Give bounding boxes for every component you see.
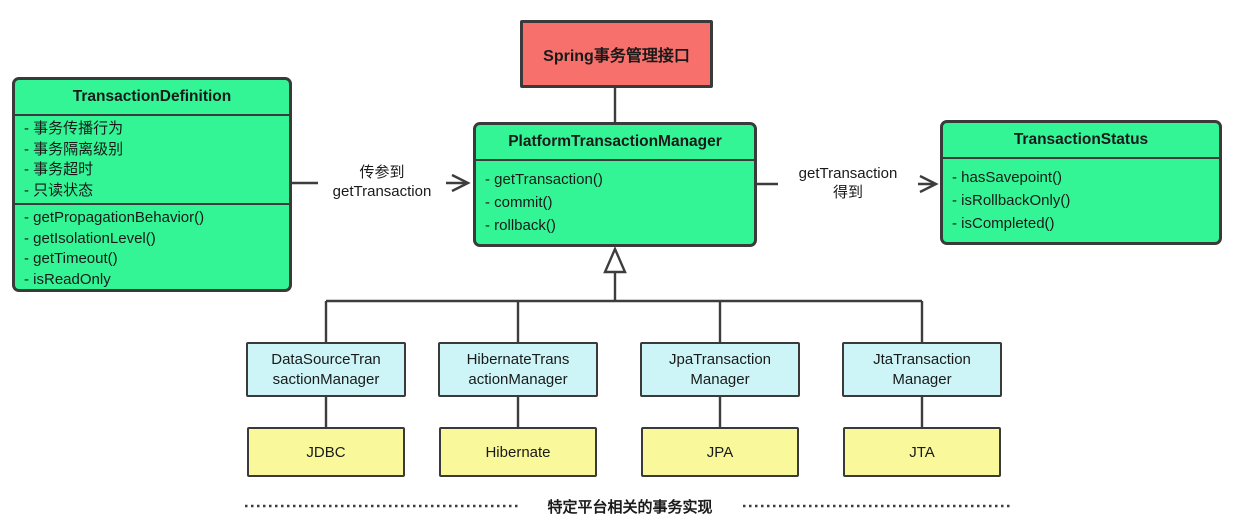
right-connector-label-line2: 得到 bbox=[832, 184, 863, 201]
platform-label: Hibernate bbox=[485, 443, 551, 461]
platform-transaction-manager-box: PlatformTransactionManager - getTransact… bbox=[473, 122, 757, 247]
attribute-item: - 事务传播行为 bbox=[24, 120, 124, 137]
method-item: - isRollbackOnly() bbox=[952, 192, 1071, 209]
method-item: - getPropagationBehavior() bbox=[24, 209, 205, 226]
impl-name-line: JpaTransaction bbox=[669, 350, 771, 368]
arrowhead-into-status bbox=[919, 174, 939, 194]
method-item: - hasSavepoint() bbox=[952, 169, 1063, 186]
jta-box: JTA bbox=[843, 427, 1001, 477]
jpa-box: JPA bbox=[641, 427, 799, 477]
jdbc-box: JDBC bbox=[247, 427, 405, 477]
impl-name-line: sactionManager bbox=[272, 370, 380, 388]
impl-name-line: Manager bbox=[690, 370, 750, 388]
right-connector-label: getTransaction 得到 bbox=[778, 164, 918, 202]
hibernate-transaction-manager-box: HibernateTrans actionManager bbox=[438, 342, 598, 397]
left-connector-label: 传参到 getTransaction bbox=[318, 163, 446, 201]
impl-name-line: DataSourceTran bbox=[271, 350, 381, 368]
transaction-definition-box: TransactionDefinition - 事务传播行为 - 事务隔离级别 … bbox=[12, 77, 292, 292]
impl-name-line: HibernateTrans bbox=[466, 350, 570, 368]
method-item: - getTimeout() bbox=[24, 250, 118, 267]
transaction-status-title: TransactionStatus bbox=[943, 123, 1219, 159]
attribute-item: - 事务隔离级别 bbox=[24, 140, 124, 158]
right-connector-label-line1: getTransaction bbox=[798, 165, 898, 182]
transaction-status-methods: - hasSavepoint() - isRollbackOnly() - is… bbox=[943, 159, 1219, 242]
hibernate-box: Hibernate bbox=[439, 427, 597, 477]
datasource-transaction-manager-box: DataSourceTran sactionManager bbox=[246, 342, 406, 397]
method-item: - getTransaction() bbox=[485, 171, 603, 188]
jpa-transaction-manager-box: JpaTransaction Manager bbox=[640, 342, 800, 397]
footer-caption: 特定平台相关的事务实现 bbox=[520, 496, 740, 517]
method-item: - rollback() bbox=[485, 217, 556, 234]
platform-label: JPA bbox=[706, 443, 734, 461]
transaction-definition-attributes: - 事务传播行为 - 事务隔离级别 - 事务超时 - 只读状态 bbox=[15, 116, 289, 203]
impl-name-line: Manager bbox=[892, 370, 952, 388]
jta-transaction-manager-box: JtaTransaction Manager bbox=[842, 342, 1002, 397]
spring-interface-label: Spring事务管理接口 bbox=[543, 48, 690, 65]
method-item: - isCompleted() bbox=[952, 215, 1055, 232]
arrowhead-into-platform bbox=[451, 173, 471, 193]
method-item: - getIsolationLevel() bbox=[24, 229, 156, 247]
attribute-item: - 事务超时 bbox=[24, 161, 94, 178]
left-connector-label-line1: 传参到 bbox=[359, 164, 405, 181]
inheritance-triangle-icon bbox=[603, 245, 627, 274]
platform-transaction-manager-title: PlatformTransactionManager bbox=[476, 125, 754, 161]
transaction-status-box: TransactionStatus - hasSavepoint() - isR… bbox=[940, 120, 1222, 245]
left-connector-label-line2: getTransaction bbox=[332, 183, 432, 200]
attribute-item: - 只读状态 bbox=[24, 181, 94, 199]
platform-label: JDBC bbox=[306, 443, 346, 461]
impl-name-line: actionManager bbox=[468, 370, 568, 388]
platform-transaction-manager-methods: - getTransaction() - commit() - rollback… bbox=[476, 161, 754, 244]
impl-name-line: JtaTransaction bbox=[873, 350, 971, 368]
spring-interface-box: Spring事务管理接口 bbox=[520, 20, 713, 88]
method-item: - isReadOnly bbox=[24, 270, 111, 288]
transaction-definition-methods: - getPropagationBehavior() - getIsolatio… bbox=[15, 203, 289, 292]
method-item: - commit() bbox=[485, 194, 553, 211]
transaction-definition-title: TransactionDefinition bbox=[15, 80, 289, 116]
platform-label: JTA bbox=[909, 443, 935, 461]
